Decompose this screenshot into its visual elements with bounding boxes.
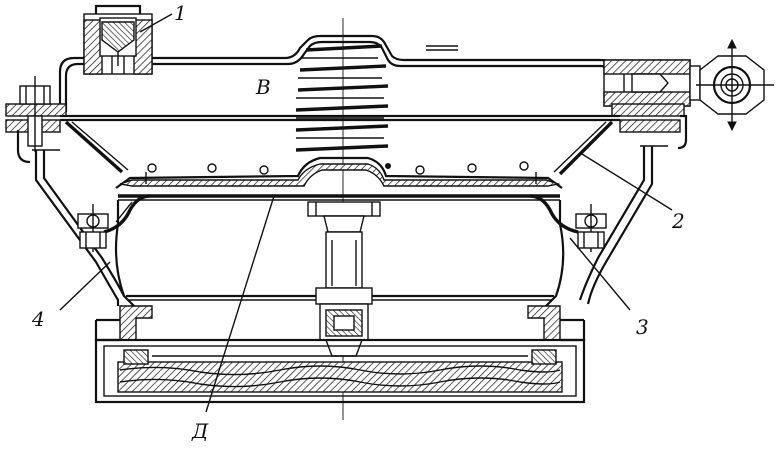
leader-d — [205, 195, 275, 413]
callout-cavity-v: В — [255, 75, 271, 99]
pushrod — [307, 201, 381, 357]
filler-plug — [83, 4, 153, 75]
diaphragm-cone — [64, 120, 614, 176]
flange-right — [611, 103, 688, 150]
leader-2 — [581, 153, 673, 211]
clamp-bolt-right — [575, 204, 607, 252]
hose-fitting — [603, 38, 774, 132]
clamp-bolt-left — [77, 204, 109, 252]
air-filter-box — [94, 338, 586, 404]
callout-4: 4 — [31, 307, 45, 331]
leader-lines — [59, 13, 673, 413]
leader-3 — [569, 237, 631, 311]
callout-1: 1 — [174, 1, 187, 25]
leader-4 — [59, 261, 111, 311]
callout-2: 2 — [671, 209, 685, 233]
housing-flange — [60, 114, 620, 122]
callout-diaphragm-d: Д — [191, 419, 209, 443]
piston-disc — [115, 156, 563, 201]
leader-1 — [139, 13, 173, 33]
flange-bolt-left — [5, 76, 67, 164]
callout-3: 3 — [636, 315, 649, 339]
spring — [295, 44, 391, 169]
